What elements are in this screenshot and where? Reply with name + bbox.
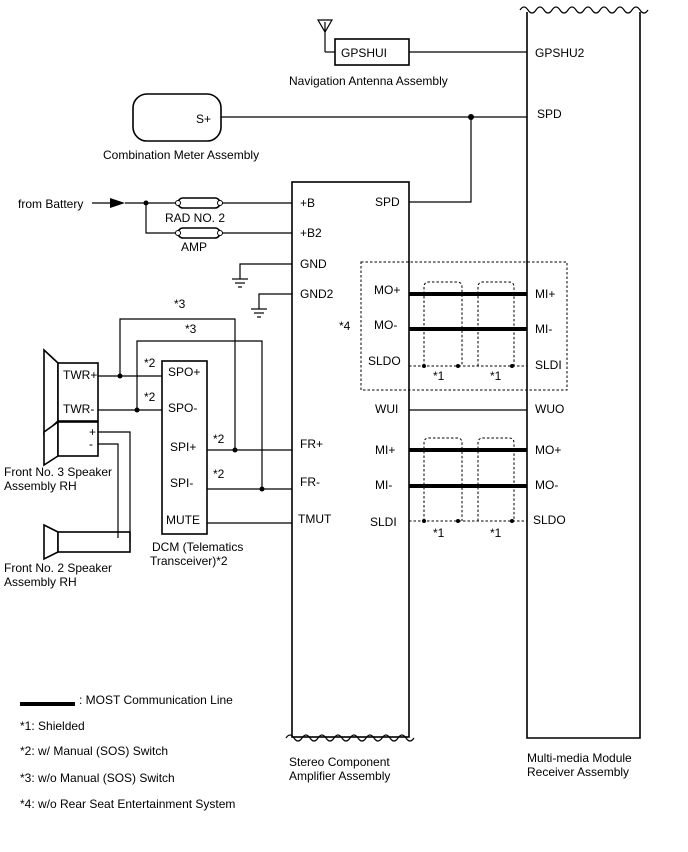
- mo-plus-amp-label: MO+: [374, 283, 400, 297]
- star3-top-marker: *3: [174, 297, 186, 311]
- b2-plus-label: +B2: [300, 226, 322, 240]
- stereo-amplifier-box: [291, 181, 410, 738]
- mo-minus-amp-label: MO-: [374, 318, 397, 332]
- star2-marker-b: *2: [144, 390, 156, 404]
- rad-no2-label: RAD NO. 2: [165, 211, 225, 225]
- speaker-icon: [43, 420, 131, 561]
- fuse-rad-no2: [177, 197, 221, 209]
- gpshui-label: GPSHUI: [341, 46, 387, 60]
- arrow-icon: [110, 198, 125, 208]
- speaker3-label-line2: Assembly RH: [4, 479, 77, 493]
- spi-minus-label: SPI-: [170, 476, 193, 490]
- mi-plus-module-label: MI+: [535, 287, 555, 301]
- gpshu2-label: GPSHU2: [535, 46, 585, 60]
- spo-plus-label: SPO+: [168, 365, 200, 379]
- fr-plus-label: FR+: [300, 437, 323, 451]
- sldo-amp-label: SLDO: [368, 354, 401, 368]
- wui-label: WUI: [375, 402, 398, 416]
- tmut-label: TMUT: [298, 512, 332, 526]
- stereo-amp-label-line1: Stereo Component: [289, 755, 390, 769]
- b-plus-label: +B: [300, 196, 315, 210]
- legend-note3: *3: w/o Manual (SOS) Switch: [20, 771, 175, 785]
- shield-marker-1a: *1: [433, 369, 445, 383]
- speaker-minus-label: -: [89, 437, 93, 451]
- antenna-icon: [316, 19, 334, 52]
- spd-amp-label: SPD: [375, 195, 400, 209]
- star2-marker-a: *2: [144, 356, 156, 370]
- rear-seat-option-region: [360, 261, 568, 391]
- gnd-label: GND: [300, 257, 327, 271]
- legend-most-label: : MOST Communication Line: [79, 693, 233, 707]
- stereo-amp-label-line2: Amplifier Assembly: [289, 769, 390, 783]
- module-label-line1: Multi-media Module: [527, 751, 632, 765]
- nav-antenna-label: Navigation Antenna Assembly: [289, 74, 448, 88]
- spi-plus-label: SPI+: [170, 440, 196, 454]
- dcm-label-line1: DCM (Telematics: [152, 540, 243, 554]
- twr-minus-label: TWR-: [63, 402, 94, 416]
- sldi-amp-label: SLDI: [370, 515, 397, 529]
- shield-marker-1c: *1: [433, 526, 445, 540]
- s-plus-label: S+: [196, 112, 211, 126]
- multimedia-module-box: [526, 12, 641, 739]
- fuse-amp: [177, 227, 221, 239]
- mi-minus-amp-label: MI-: [375, 478, 392, 492]
- speaker3-label-line1: Front No. 3 Speaker: [4, 465, 112, 479]
- shield-marker-1b: *1: [490, 369, 502, 383]
- twr-plus-label: TWR+: [63, 368, 97, 382]
- legend-note4: *4: w/o Rear Seat Entertainment System: [20, 797, 235, 811]
- module-label-line2: Receiver Assembly: [527, 765, 629, 779]
- fr-minus-label: FR-: [300, 475, 320, 489]
- mo-plus-module-label: MO+: [535, 443, 561, 457]
- spo-minus-label: SPO-: [168, 401, 197, 415]
- sldi-module-label: SLDI: [535, 358, 562, 372]
- speaker-plus-label: +: [89, 425, 96, 439]
- speaker2-label-line1: Front No. 2 Speaker: [4, 561, 112, 575]
- mute-label: MUTE: [166, 513, 200, 527]
- star4-marker: *4: [339, 319, 351, 333]
- from-battery-label: from Battery: [18, 197, 83, 211]
- amp-fuse-label: AMP: [181, 240, 207, 254]
- dcm-label-line2: Transceiver)*2: [150, 554, 228, 568]
- mi-minus-module-label: MI-: [535, 322, 552, 336]
- spd-module-label: SPD: [537, 107, 562, 121]
- wuo-label: WUO: [535, 402, 564, 416]
- shield-marker-1d: *1: [490, 526, 502, 540]
- mo-minus-module-label: MO-: [535, 478, 558, 492]
- star2-marker-c: *2: [213, 432, 225, 446]
- legend-note1: *1: Shielded: [20, 719, 85, 733]
- ground-icon: [232, 278, 248, 288]
- legend-note2: *2: w/ Manual (SOS) Switch: [20, 744, 168, 758]
- speaker-icon: [43, 348, 99, 436]
- gnd2-label: GND2: [300, 287, 334, 301]
- mi-plus-amp-label: MI+: [375, 443, 395, 457]
- sldo-module-label: SLDO: [533, 513, 566, 527]
- speaker2-label-line2: Assembly RH: [4, 575, 77, 589]
- dcm-box: [161, 360, 208, 535]
- star2-marker-d: *2: [213, 467, 225, 481]
- combination-meter-label: Combination Meter Assembly: [103, 148, 259, 162]
- ground-icon: [251, 308, 267, 318]
- star3-second-marker: *3: [185, 322, 197, 336]
